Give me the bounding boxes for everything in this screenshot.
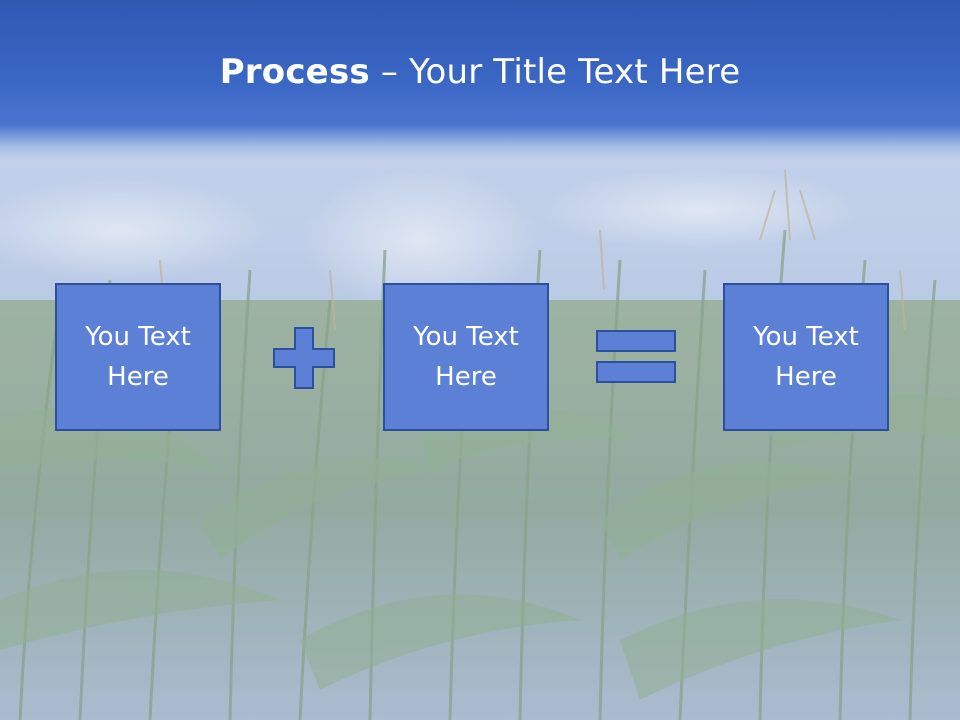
process-box-3-text: You Text Here xyxy=(753,322,859,392)
title-band xyxy=(0,0,960,160)
title-rest: – Your Title Text Here xyxy=(369,52,741,92)
title-bold: Process xyxy=(219,52,370,92)
plus-icon xyxy=(273,327,335,389)
process-box-2-text: You Text Here xyxy=(413,322,519,392)
process-box-1[interactable]: You Text Here xyxy=(55,283,221,431)
equals-icon xyxy=(596,330,676,383)
process-box-3[interactable]: You Text Here xyxy=(723,283,889,431)
process-box-1-text: You Text Here xyxy=(85,322,191,392)
process-box-2[interactable]: You Text Here xyxy=(383,283,549,431)
slide-title: Process – Your Title Text Here xyxy=(0,52,960,92)
